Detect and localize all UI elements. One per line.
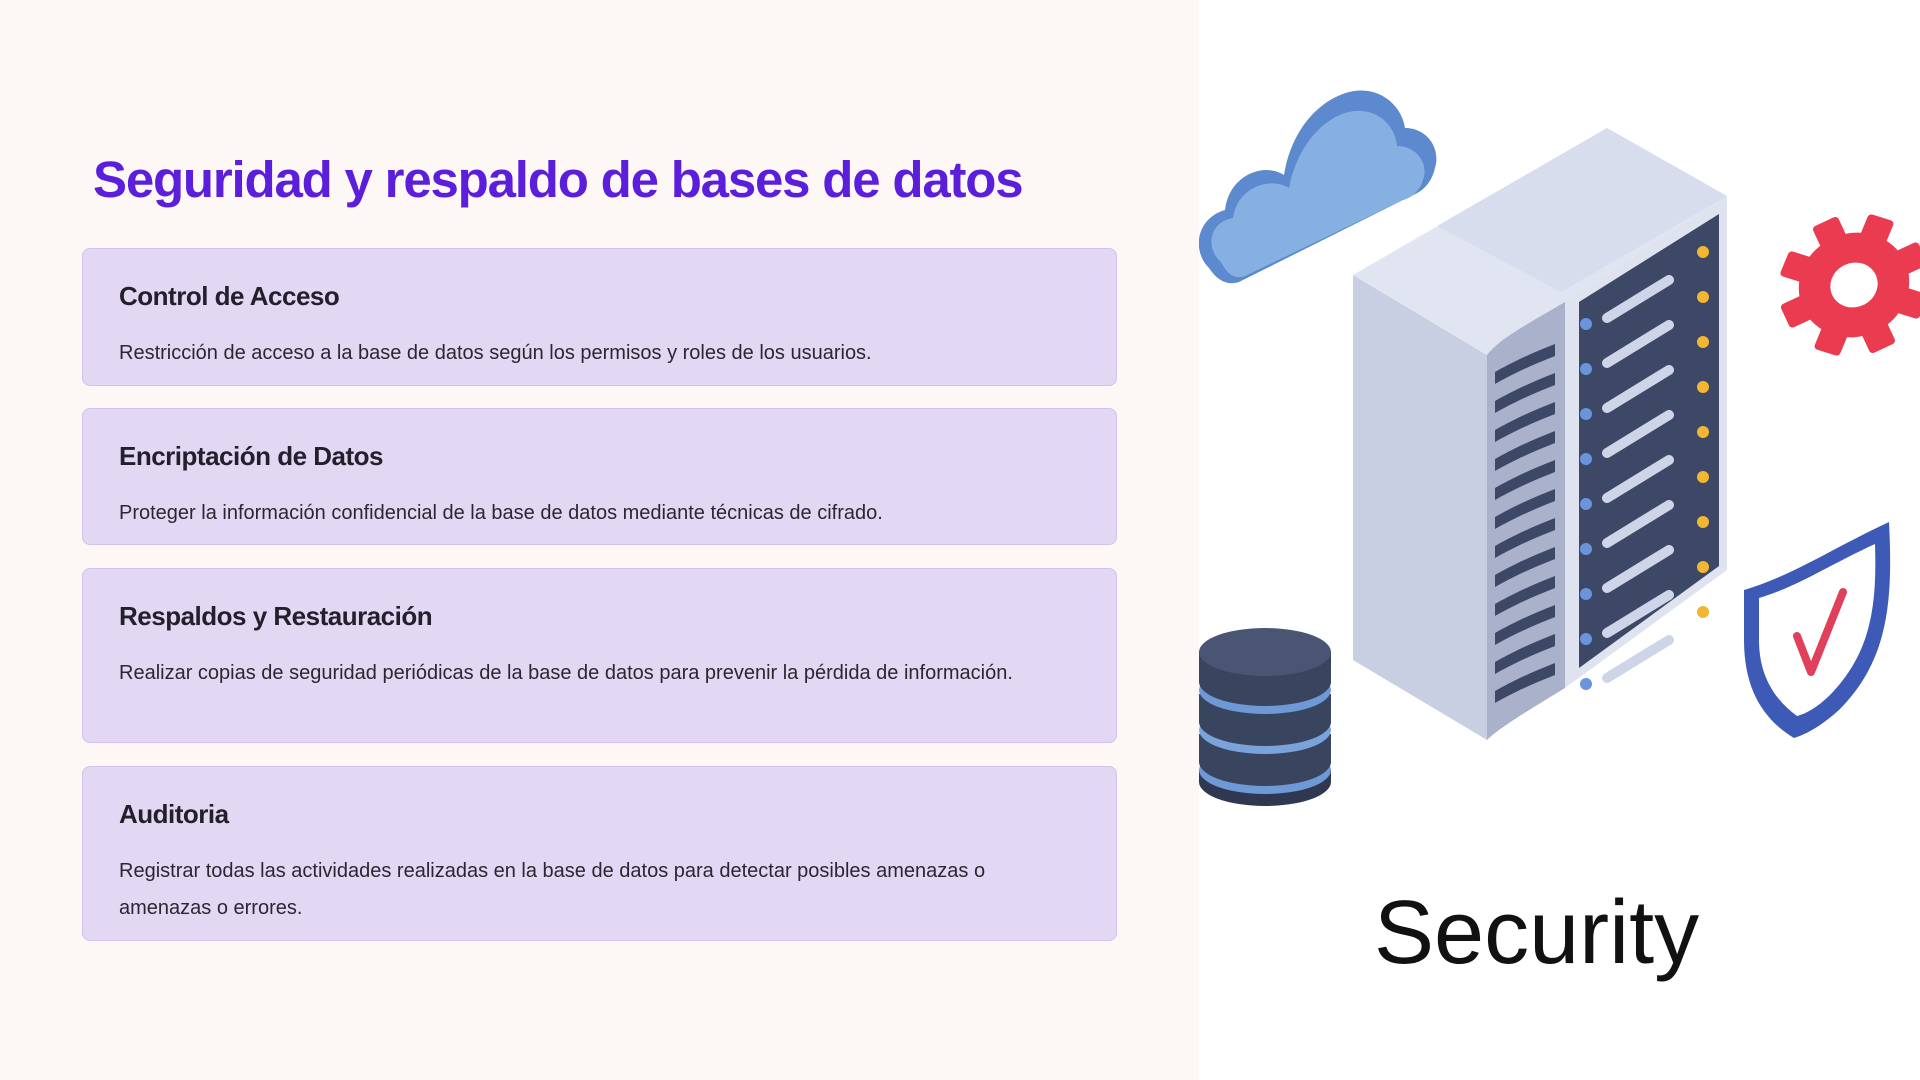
check-icon — [1793, 588, 1847, 676]
content-pane: Seguridad y respaldo de bases de datos C… — [82, 151, 1117, 941]
server-slot — [1602, 500, 1674, 548]
status-led — [1580, 543, 1592, 555]
status-led — [1580, 633, 1592, 645]
server-vent — [1495, 460, 1555, 500]
status-led — [1580, 588, 1592, 600]
status-led — [1697, 426, 1709, 438]
status-led — [1580, 408, 1592, 420]
server-slot — [1602, 635, 1674, 683]
status-led — [1697, 246, 1709, 258]
status-led — [1580, 678, 1592, 690]
card-heading: Control de Acceso — [119, 281, 340, 311]
status-led — [1580, 498, 1592, 510]
server-vent — [1495, 547, 1555, 587]
status-led — [1697, 471, 1709, 483]
cloud-icon — [1199, 90, 1437, 284]
status-led — [1697, 381, 1709, 393]
card-text: Proteger la información confidencial de … — [119, 502, 883, 524]
status-led — [1697, 516, 1709, 528]
illustration-pane: Security — [1199, 0, 1920, 1080]
card-text: Restricción de acceso a la base de datos… — [119, 342, 872, 364]
database-icon — [1199, 628, 1331, 806]
server-vent — [1495, 344, 1555, 384]
server-vent — [1495, 373, 1555, 413]
card-heading: Respaldos y Restauración — [119, 601, 433, 631]
status-led — [1697, 291, 1709, 303]
server-slot — [1602, 365, 1674, 413]
status-led — [1580, 318, 1592, 330]
server-rack-icon — [1353, 128, 1727, 740]
server-vent — [1495, 431, 1555, 471]
gear-icon — [1780, 214, 1920, 356]
card-auditoria: Auditoria Registrar todas las actividade… — [82, 766, 1117, 941]
server-vent — [1495, 663, 1555, 703]
server-slot — [1602, 275, 1674, 323]
card-respaldos: Respaldos y Restauración Realizar copias… — [82, 568, 1117, 743]
server-vent — [1495, 402, 1555, 442]
status-led — [1580, 453, 1592, 465]
security-illustration — [1199, 90, 1920, 806]
status-led — [1697, 606, 1709, 618]
server-slots — [1580, 246, 1709, 690]
status-led — [1580, 363, 1592, 375]
card-text: Registrar todas las actividades realizad… — [119, 860, 986, 919]
server-vent — [1495, 489, 1555, 529]
server-slot — [1602, 545, 1674, 593]
slide-title: Seguridad y respaldo de bases de datos — [93, 151, 1024, 208]
server-slot — [1602, 410, 1674, 458]
illustration-caption: Security — [1374, 883, 1700, 983]
shield-icon — [1744, 522, 1891, 738]
server-vent — [1495, 518, 1555, 558]
card-heading: Auditoria — [119, 799, 229, 829]
server-vent — [1495, 605, 1555, 645]
card-heading: Encriptación de Datos — [119, 441, 384, 471]
card-encriptacion: Encriptación de Datos Proteger la inform… — [82, 408, 1117, 545]
server-slot — [1602, 455, 1674, 503]
card-text: Realizar copias de seguridad periódicas … — [119, 662, 1013, 684]
status-led — [1697, 336, 1709, 348]
server-slot — [1602, 320, 1674, 368]
server-vent — [1495, 634, 1555, 674]
server-vent — [1495, 576, 1555, 616]
server-vents — [1495, 344, 1555, 703]
status-led — [1697, 561, 1709, 573]
card-control-acceso: Control de Acceso Restricción de acceso … — [82, 248, 1117, 386]
server-slot — [1602, 590, 1674, 638]
